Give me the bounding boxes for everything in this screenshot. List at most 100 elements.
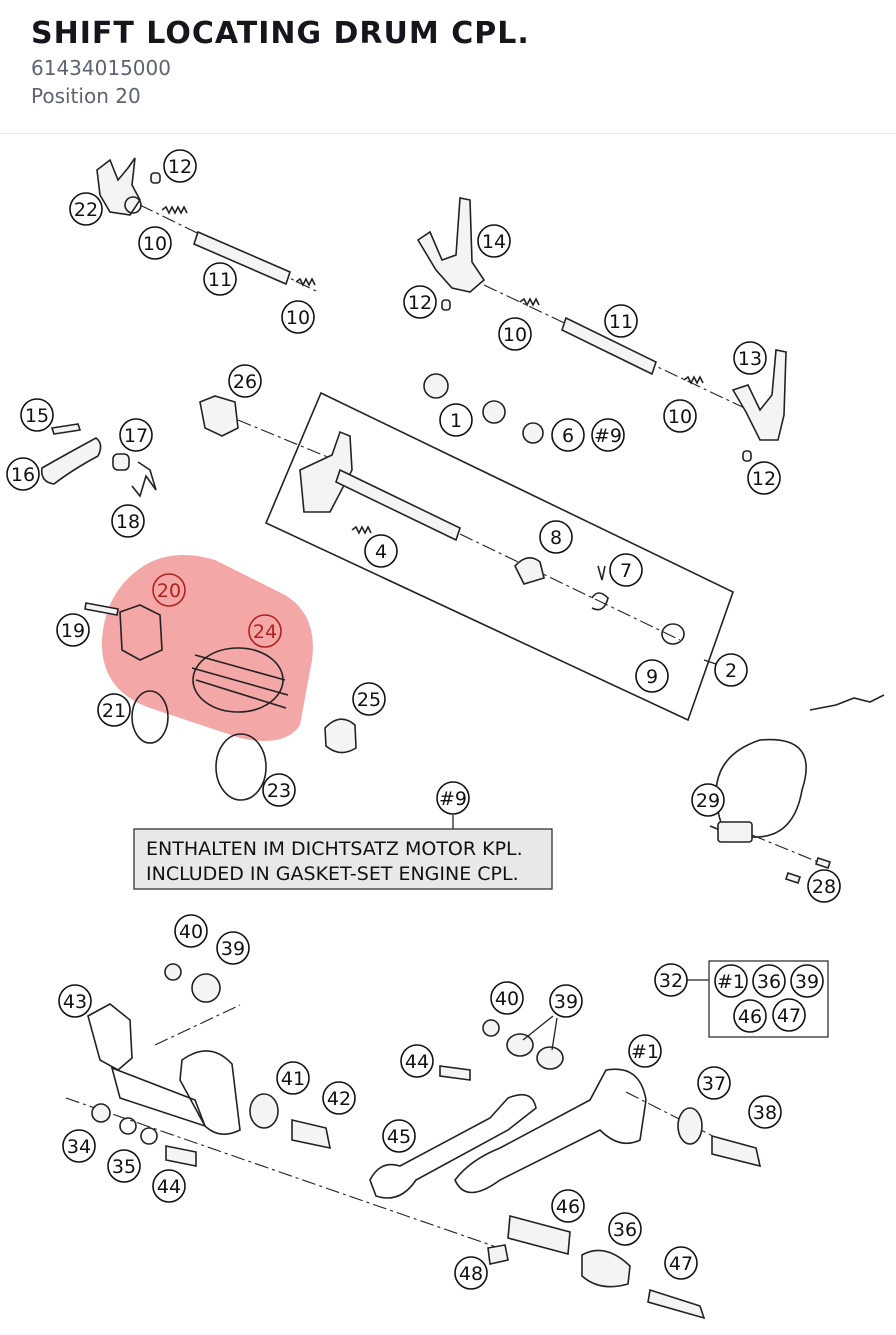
callout: 40	[490, 981, 524, 1015]
leader-lines	[522, 659, 829, 1051]
svg-text:12: 12	[408, 292, 432, 314]
note-line-2: INCLUDED IN GASKET-SET ENGINE CPL.	[146, 863, 519, 885]
svg-text:47: 47	[777, 1005, 801, 1027]
callout: 39	[549, 984, 583, 1018]
svg-text:22: 22	[74, 199, 98, 221]
shift-fork-left-group	[96, 157, 319, 293]
callout: 36	[752, 964, 786, 998]
svg-text:40: 40	[179, 921, 203, 943]
svg-text:47: 47	[669, 1253, 693, 1275]
callout: 18	[111, 504, 145, 538]
svg-text:10: 10	[143, 233, 167, 255]
page-title: SHIFT LOCATING DRUM CPL.	[31, 16, 530, 51]
callout: 47	[664, 1246, 698, 1280]
svg-text:26: 26	[233, 371, 257, 393]
callout: 45	[382, 1119, 416, 1153]
svg-text:19: 19	[61, 620, 85, 642]
callout: 34	[62, 1129, 96, 1163]
callout: 47	[772, 998, 806, 1032]
exploded-parts-diagram: ENTHALTEN IM DICHTSATZ MOTOR KPL. INCLUD…	[6, 149, 885, 1320]
svg-text:35: 35	[112, 1156, 136, 1178]
highlight-area	[101, 555, 313, 742]
callout-highlighted: 20	[152, 573, 186, 607]
callout: #1	[714, 964, 748, 998]
callout: 10	[281, 300, 315, 334]
svg-text:42: 42	[327, 1088, 351, 1110]
callout-highlighted: 24	[248, 614, 282, 648]
callout: 9	[635, 659, 669, 693]
callout: 10	[663, 399, 697, 433]
svg-text:34: 34	[67, 1136, 91, 1158]
callout: 4	[364, 534, 398, 568]
svg-text:7: 7	[620, 560, 632, 582]
svg-text:44: 44	[405, 1051, 429, 1073]
callout: 46	[551, 1189, 585, 1223]
callout: 16	[6, 457, 40, 491]
svg-text:8: 8	[550, 527, 562, 549]
svg-text:25: 25	[357, 689, 381, 711]
svg-text:10: 10	[503, 324, 527, 346]
svg-text:#1: #1	[717, 971, 745, 993]
svg-text:20: 20	[157, 580, 181, 602]
callout: 25	[352, 682, 386, 716]
callout: 7	[609, 553, 643, 587]
callout: 22	[69, 192, 103, 226]
callout: 44	[400, 1044, 434, 1078]
svg-text:39: 39	[795, 971, 819, 993]
callout: 46	[733, 999, 767, 1033]
callout: 17	[119, 418, 153, 452]
callout: 38	[748, 1095, 782, 1129]
svg-text:39: 39	[221, 938, 245, 960]
callout: 29	[691, 783, 725, 817]
position-label: Position 20	[31, 84, 141, 108]
svg-text:12: 12	[168, 156, 192, 178]
svg-text:#1: #1	[631, 1041, 659, 1063]
svg-text:4: 4	[375, 541, 387, 563]
svg-text:28: 28	[812, 876, 836, 898]
shift-fork-right-group	[416, 197, 787, 462]
svg-text:29: 29	[696, 790, 720, 812]
kit-box	[708, 960, 829, 1038]
callout: 14	[477, 224, 511, 258]
callout: 37	[697, 1066, 731, 1100]
svg-text:44: 44	[157, 1176, 181, 1198]
callout: 35	[107, 1149, 141, 1183]
svg-text:36: 36	[757, 971, 781, 993]
callout: 28	[807, 869, 841, 903]
callout: #1	[628, 1034, 662, 1068]
svg-text:10: 10	[286, 307, 310, 329]
svg-text:2: 2	[725, 660, 737, 682]
header: SHIFT LOCATING DRUM CPL. 61434015000 Pos…	[0, 0, 896, 134]
svg-text:36: 36	[613, 1219, 637, 1241]
locating-lever-group	[40, 423, 157, 498]
svg-text:1: 1	[450, 410, 462, 432]
svg-text:23: 23	[267, 780, 291, 802]
callout: 6	[551, 418, 585, 452]
svg-text:18: 18	[116, 511, 140, 533]
svg-text:41: 41	[281, 1068, 305, 1090]
svg-text:46: 46	[556, 1196, 580, 1218]
callout: 44	[152, 1169, 186, 1203]
note-line-1: ENTHALTEN IM DICHTSATZ MOTOR KPL.	[146, 838, 523, 860]
svg-text:43: 43	[63, 991, 87, 1013]
svg-text:37: 37	[702, 1073, 726, 1095]
callout: #9	[436, 781, 470, 815]
callout: 8	[539, 520, 573, 554]
callout: 2	[714, 653, 748, 687]
callout: 11	[604, 304, 638, 338]
callout: 39	[216, 931, 250, 965]
svg-text:12: 12	[752, 468, 776, 490]
callout: 26	[228, 364, 262, 398]
callout: 10	[138, 226, 172, 260]
callout: 42	[322, 1081, 356, 1115]
callout: 1	[439, 403, 473, 437]
svg-text:40: 40	[495, 988, 519, 1010]
svg-text:46: 46	[738, 1006, 762, 1028]
callout: 12	[747, 461, 781, 495]
shift-drum-group	[199, 373, 734, 722]
callout: #9	[591, 418, 625, 452]
svg-text:24: 24	[253, 621, 277, 643]
svg-text:17: 17	[124, 425, 148, 447]
svg-text:10: 10	[668, 406, 692, 428]
note-group: ENTHALTEN IM DICHTSATZ MOTOR KPL. INCLUD…	[133, 815, 553, 890]
